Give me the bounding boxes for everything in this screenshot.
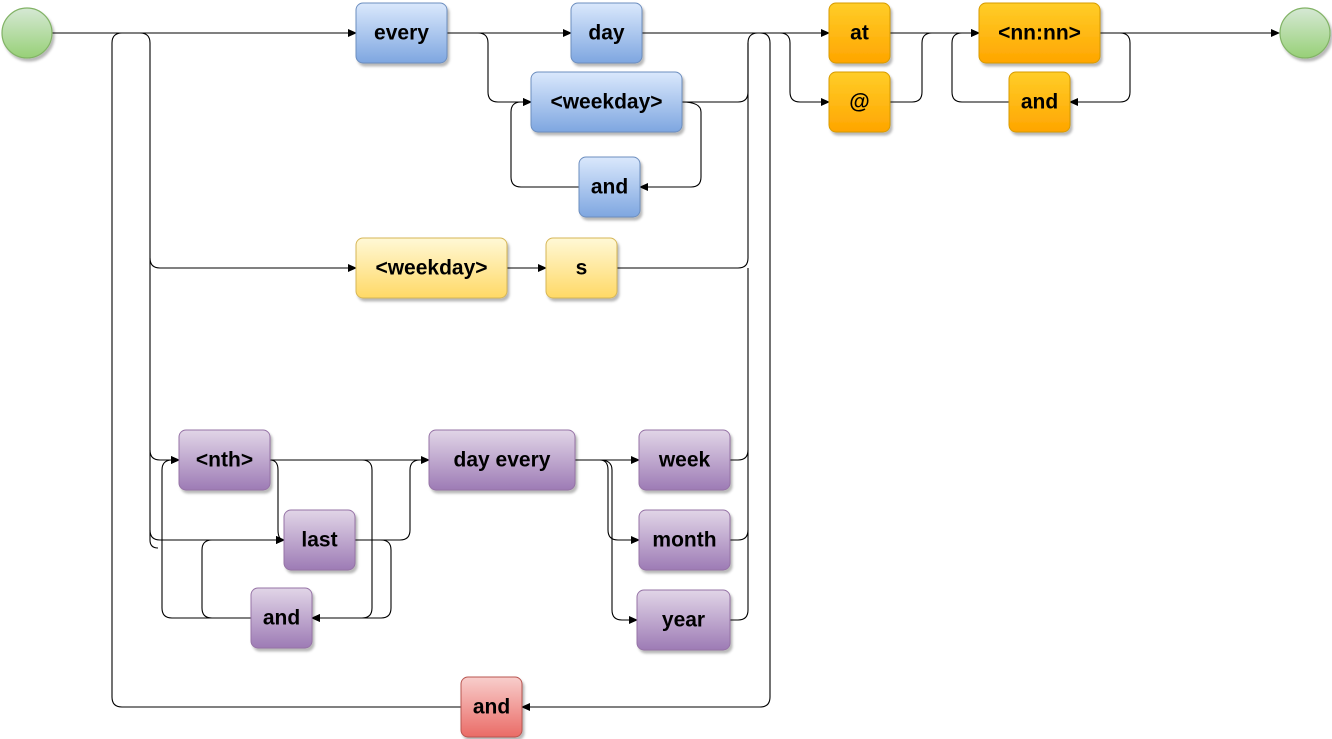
node-year: year [636, 589, 731, 651]
node-year-label: year [662, 609, 705, 632]
node-week-label: week [658, 449, 711, 472]
edge-start-last [149, 529, 285, 544]
start-terminal [1, 7, 53, 59]
node-at-sign-label: @ [849, 91, 869, 114]
edge-week-collector [730, 268, 749, 461]
edge-atsign-nnnn [890, 32, 933, 103]
node-s: s [545, 237, 618, 299]
node-and-nth: and [250, 587, 313, 649]
edge-weekday1-collector [682, 32, 759, 103]
end-terminal [1279, 7, 1331, 59]
node-and-time-label: and [1021, 91, 1058, 114]
edge-dayevery-month [599, 459, 640, 544]
node-and-time: and [1008, 71, 1071, 133]
node-last: last [283, 509, 356, 571]
edge-start-weekday2 [149, 257, 357, 272]
node-and-loop-label: and [473, 696, 510, 719]
edge-start-nth [149, 449, 180, 464]
node-at: at [828, 2, 891, 64]
edge-and2-nth [161, 456, 251, 619]
node-weekday-every-label: <weekday> [550, 91, 662, 114]
node-day-label: day [588, 22, 625, 45]
edge-last-dayevery [355, 459, 421, 541]
edge-andloop-start [111, 32, 461, 708]
node-nth: <nth> [178, 429, 271, 491]
node-and-nth-label: and [263, 607, 300, 630]
edge-s-collector [617, 43, 749, 269]
edge-last-and2 [311, 539, 392, 622]
edge-weekday1-and1 [639, 101, 702, 191]
node-month: month [638, 509, 731, 571]
node-last-label: last [301, 529, 337, 552]
edge-and3-nnnn [951, 29, 1009, 103]
edge-dayevery-year [599, 459, 638, 624]
node-s-label: s [576, 257, 588, 280]
node-at-label: at [850, 22, 869, 45]
node-and-loop: and [460, 676, 523, 738]
edge-and2-last [201, 536, 285, 619]
node-month-label: month [652, 529, 716, 552]
node-time: <nn:nn> [978, 2, 1101, 64]
node-weekday-plural: <weekday> [355, 237, 508, 299]
edge-and1-weekday1 [510, 98, 579, 188]
node-every: every [355, 2, 448, 64]
node-at-sign: @ [828, 71, 891, 133]
node-every-label: every [374, 22, 429, 45]
node-weekday-every: <weekday> [530, 71, 683, 133]
node-and-weekday-label: and [591, 176, 628, 199]
edge-year-collector [730, 530, 749, 621]
edge-month-collector [730, 450, 749, 541]
edge-collector-atsign [779, 32, 830, 106]
node-time-label: <nn:nn> [998, 22, 1081, 45]
edge-start-branch [139, 32, 159, 549]
node-day-every-label: day every [454, 449, 551, 472]
edge-nth-last [269, 459, 285, 544]
node-weekday-plural-label: <weekday> [375, 257, 487, 280]
node-day: day [570, 2, 643, 64]
node-and-weekday: and [578, 156, 641, 218]
node-week: week [638, 429, 731, 491]
connectors [52, 29, 1280, 711]
node-nth-label: <nth> [196, 449, 253, 472]
edge-collector-andloop [521, 32, 771, 711]
edge-every-weekday1 [477, 32, 532, 106]
node-day-every: day every [428, 429, 576, 491]
